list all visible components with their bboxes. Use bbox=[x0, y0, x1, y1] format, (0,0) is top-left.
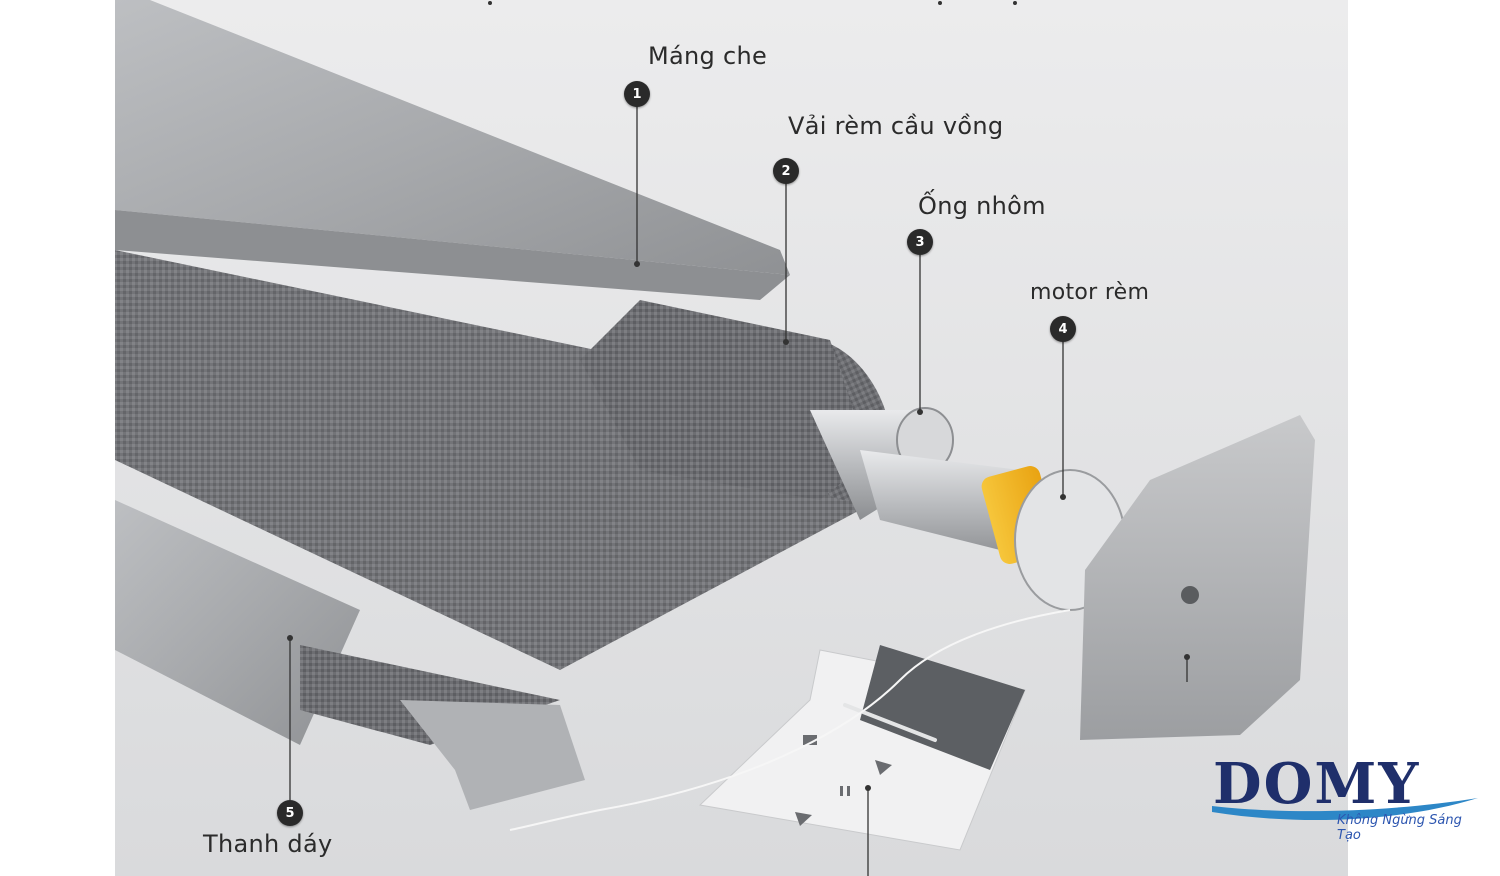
valance bbox=[115, 0, 790, 275]
domy-logo: DOMY Không Ngừng Sáng Tạo bbox=[1205, 751, 1485, 843]
play-icon bbox=[875, 760, 892, 775]
label-vai-rem: Vải rèm cầu vồng bbox=[788, 112, 1004, 140]
badge-4: 4 bbox=[1050, 316, 1076, 342]
up-icon bbox=[803, 735, 817, 745]
badge-1: 1 bbox=[624, 81, 650, 107]
logo-wordmark: DOMY bbox=[1213, 751, 1421, 817]
badge-5: 5 bbox=[277, 800, 303, 826]
logo-tagline: Không Ngừng Sáng Tạo bbox=[1337, 813, 1462, 843]
bottom-cap bbox=[400, 700, 585, 810]
label-mang-che: Máng che bbox=[648, 42, 768, 70]
badge-2: 2 bbox=[773, 158, 799, 184]
down-icon bbox=[795, 812, 812, 826]
logo-swoosh bbox=[1212, 798, 1478, 821]
bottom-bar bbox=[115, 500, 360, 745]
label-thanh-day: Thanh dáy bbox=[203, 830, 333, 858]
badge-3: 3 bbox=[907, 229, 933, 255]
end-bracket bbox=[1080, 415, 1315, 740]
label-motor-rem: motor rèm bbox=[1030, 280, 1150, 305]
pause-icon bbox=[840, 786, 850, 796]
fabric-sheet bbox=[115, 250, 860, 670]
label-ong-nhom: Ống nhôm bbox=[918, 192, 1046, 220]
